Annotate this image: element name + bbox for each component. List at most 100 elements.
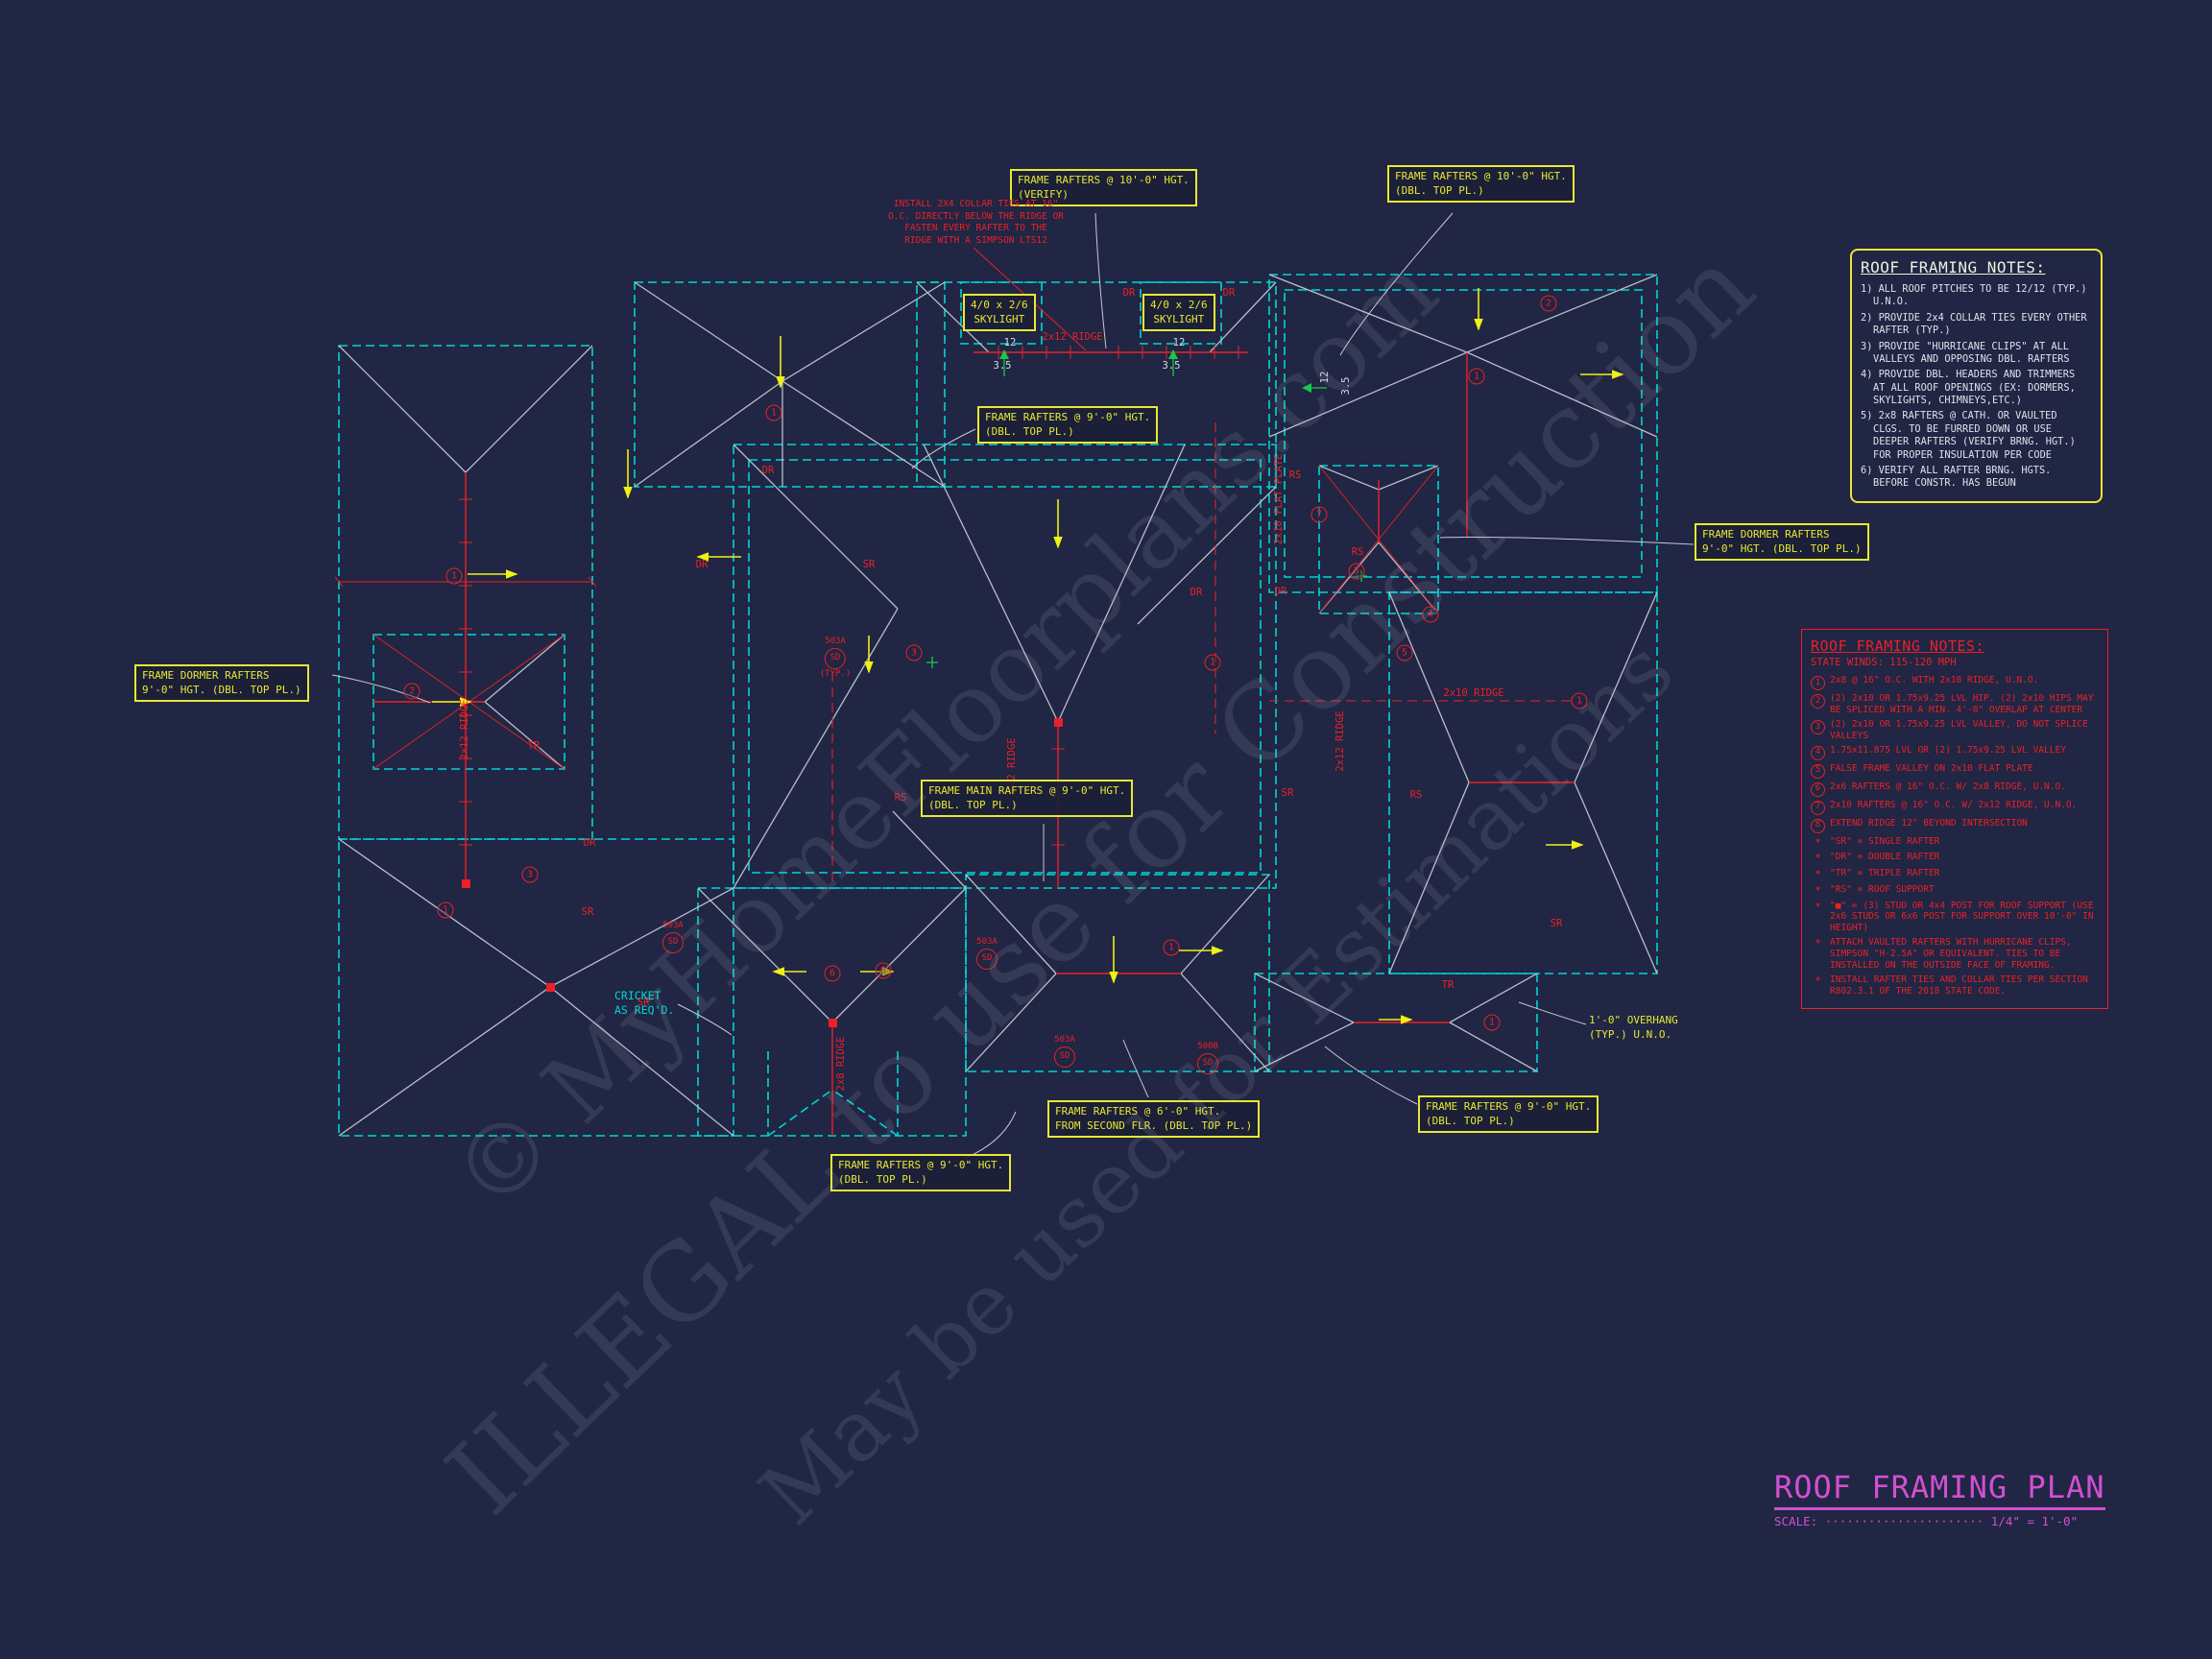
sd-sublabel: (TYP.) [819, 668, 852, 679]
framing-label: SR [862, 559, 876, 570]
state-note-item: 1 2x8 @ 16" O.C. WITH 2x10 RIDGE, U.N.O. [1811, 675, 2099, 690]
callout-line: (DBL. TOP PL.) [1395, 183, 1484, 197]
keynote-circle: 1 [1204, 654, 1221, 671]
slope-label: 3.5 [993, 360, 1012, 372]
keynote-circle: 5 [1396, 644, 1413, 661]
framing-label: SR [637, 997, 650, 1008]
sd-circle: SD [1054, 1046, 1075, 1068]
state-note-item: 8 EXTEND RIDGE 12" BEYOND INTERSECTION [1811, 818, 2099, 833]
sheet-scale: SCALE: ······················ 1/4" = 1'-… [1774, 1514, 2105, 1528]
roof-note-item: 5) 2x8 RAFTERS @ CATH. OR VAULTED CLGS. … [1861, 410, 2076, 461]
bullet-marker: * [1815, 900, 1821, 913]
state-note-item: 2 (2) 2x10 OR 1.75x9.25 LVL HIP. (2) 2x10… [1811, 693, 2099, 716]
callout-collar-ties-note: INSTALL 2X4 COLLAR TIES AT 16"O.C. DIREC… [888, 199, 1064, 247]
keynote-circle: 1 [437, 902, 454, 919]
keynote-circle: 1 [445, 567, 463, 585]
keynote-circle: 2 [1540, 295, 1557, 312]
state-note-text: 2x10 RAFTERS @ 16" O.C. W/ 2x12 RIDGE, U… [1830, 799, 2078, 810]
callout-frame-rafters-10-verify: FRAME RAFTERS @ 10'-0" HGT.(VERIFY) [1010, 169, 1197, 207]
framing-label: SR [1281, 787, 1294, 799]
framing-label: TR [527, 740, 541, 752]
callout-frame-rafters-9-center: FRAME RAFTERS @ 9'-0" HGT.(DBL. TOP PL.) [977, 406, 1159, 445]
keynote-circle: 6 [824, 965, 841, 982]
state-framing-notes-panel: ROOF FRAMING NOTES: STATE WINDS: 115-120… [1801, 629, 2108, 1009]
state-note-number: 7 [1811, 800, 1825, 815]
sd-circle: SD [824, 647, 846, 669]
callout-frame-rafters-10-dbl: FRAME RAFTERS @ 10'-0" HGT.(DBL. TOP PL.… [1387, 165, 1575, 204]
sd-label: 503A [662, 921, 684, 930]
framing-label: RS [894, 792, 907, 804]
title-block: ROOF FRAMING PLAN SCALE: ···············… [1774, 1469, 2105, 1528]
state-note-legend-item: *"■" = (3) STUD OR 4x4 POST FOR ROOF SUP… [1811, 901, 2099, 935]
keynote-circle: 4 [1422, 606, 1439, 623]
callout-line: FRAME RAFTERS @ 10'-0" HGT. [1395, 170, 1567, 182]
state-note-item: 3(2) 2x10 OR 1.75x9.25 LVL VALLEY, DO NO… [1811, 719, 2099, 742]
state-notes-numbered: 1 2x8 @ 16" O.C. WITH 2x10 RIDGE, U.N.O. 2… [1811, 675, 2099, 833]
framing-label: DR [761, 465, 775, 476]
roof-note-item: 1) ALL ROOF PITCHES TO BE 12/12 (TYP.) U… [1861, 283, 2087, 308]
state-note-text: FALSE FRAME VALLEY ON 2x10 FLAT PLATE [1830, 762, 2033, 774]
callout-line: INSTALL 2X4 COLLAR TIES AT 16" [893, 199, 1059, 209]
plate-outline-lines [338, 274, 1658, 1137]
callout-line: CRICKET [614, 989, 661, 1002]
keynote-circle: 1 [1468, 368, 1485, 385]
framing-label: 2x10 FLAT PLATE [1273, 453, 1285, 545]
state-note-number: 8 [1811, 818, 1825, 833]
state-notes-bullets: *"SR" = SINGLE RAFTER*"DR" = DOUBLE RAFT… [1811, 836, 2099, 998]
roof-note-item: 6) VERIFY ALL RAFTER BRNG. HGTS. BEFORE … [1861, 464, 2052, 490]
framing-label: DR [1222, 287, 1236, 299]
callout-line: FROM SECOND FLR. (DBL. TOP PL.) [1055, 1118, 1253, 1132]
callout-line: FRAME RAFTERS @ 10'-0" HGT. [1018, 174, 1190, 186]
keynote-circle: 1 [1163, 939, 1180, 956]
state-note-legend-text: "SR" = SINGLE RAFTER [1830, 835, 1940, 847]
state-note-text: (2) 2x10 OR 1.75x9.25 LVL HIP. (2) 2x10 … [1830, 693, 2094, 715]
ridge-centerlines [831, 422, 1575, 888]
rafter-tick-marks [459, 346, 1239, 846]
callout-line: 9'-0" HGT. (DBL. TOP PL.) [1702, 541, 1862, 555]
callout-frame-rafters-9-bottom: FRAME RAFTERS @ 9'-0" HGT.(DBL. TOP PL.) [830, 1154, 1012, 1192]
callout-line: RIDGE WITH A SIMPSON LTS12 [904, 234, 1047, 246]
state-note-number: 1 [1811, 676, 1825, 690]
framing-label: 2x10 RIDGE [1443, 687, 1504, 699]
keynote-circle: 5 [1348, 563, 1365, 580]
framing-label: DR [1190, 587, 1203, 598]
slope-indicator-marks [926, 349, 1367, 668]
slope-label: 12 [1172, 337, 1186, 349]
callout-line: SKYLIGHT [974, 312, 1025, 325]
roof-framing-notes-panel: ROOF FRAMING NOTES: 1) ALL ROOF PITCHES … [1850, 249, 2103, 503]
bullet-marker: * [1815, 868, 1821, 880]
slope-label: 3.5 [1340, 376, 1352, 396]
roof-note-item: 4) PROVIDE DBL. HEADERS AND TRIMMERS AT … [1861, 369, 2076, 406]
state-note-number: 2 [1811, 694, 1825, 709]
callout-frame-main-rafters: FRAME MAIN RAFTERS @ 9'-0" HGT.(DBL. TOP… [921, 780, 1134, 818]
state-note-item: 7 2x10 RAFTERS @ 16" O.C. W/ 2x12 RIDGE, … [1811, 800, 2099, 815]
callout-line: (VERIFY) [1018, 187, 1069, 201]
keynote-circle: 3 [905, 644, 923, 661]
state-note-legend-text: "TR" = TRIPLE RAFTER [1830, 868, 1940, 878]
leader-lines [331, 212, 1695, 1159]
state-note-text: EXTEND RIDGE 12" BEYOND INTERSECTION [1830, 817, 2028, 829]
roof-framing-notes-title: ROOF FRAMING NOTES: [1861, 258, 2046, 276]
state-note-text: (2) 2x10 OR 1.75x9.25 LVL VALLEY, DO NOT… [1830, 718, 2088, 741]
state-note-number: 4 [1811, 745, 1825, 760]
callout-line: FRAME DORMER RAFTERS [142, 669, 270, 682]
sd-label: 500B [1197, 1042, 1218, 1051]
state-note-text: 2x8 @ 16" O.C. WITH 2x10 RIDGE, U.N.O. [1830, 675, 2039, 685]
scale-value: 1/4" = 1'-0" [1990, 1514, 2079, 1528]
keynote-circle: 2 [403, 683, 421, 700]
sd-label: 503A [825, 637, 846, 646]
callout-line: FRAME RAFTERS @ 9'-0" HGT. [985, 411, 1151, 423]
sd-label: 503A [976, 937, 998, 947]
